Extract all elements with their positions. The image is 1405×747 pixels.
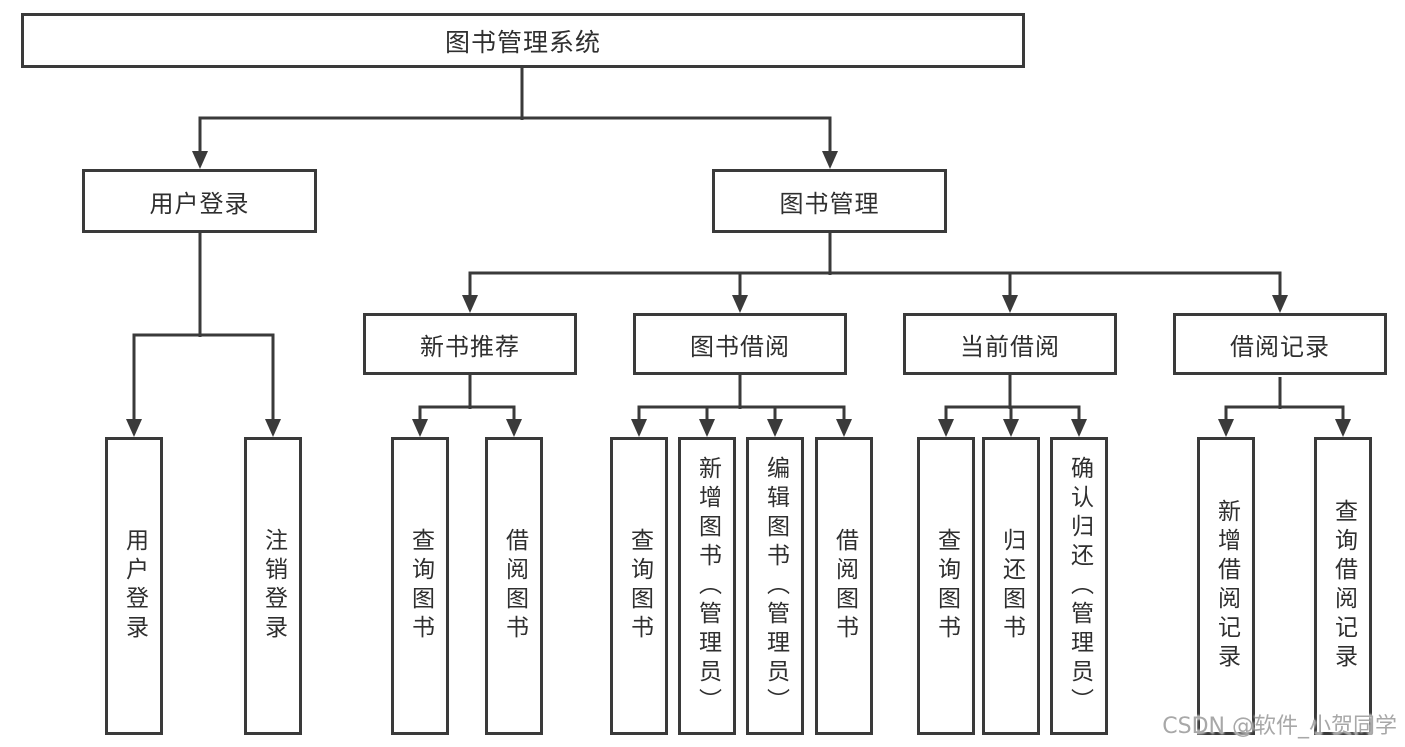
leaf-user-login: 用户登录 — [105, 437, 163, 735]
leaf-label: 新增借阅记录 — [1213, 499, 1240, 673]
leaf-label: 查询图书 — [933, 528, 960, 644]
connector-level1-split — [198, 116, 832, 152]
node-label: 用户登录 — [149, 189, 250, 218]
leaf-confirm-return-admin: 确认归还（管理员） — [1050, 437, 1108, 735]
node-label: 图书管理系统 — [444, 27, 601, 57]
node-label: 借阅记录 — [1230, 332, 1330, 361]
node-label: 图书借阅 — [690, 332, 790, 361]
arrowhead — [938, 419, 954, 437]
leaf-label: 编辑图书（管理员） — [762, 455, 789, 717]
leaf-borrow-books-recommend: 借阅图书 — [485, 437, 543, 735]
node-label: 当前借阅 — [960, 332, 1060, 361]
connector-user-login-split — [132, 333, 275, 420]
arrowhead — [822, 151, 838, 169]
leaf-label: 借阅图书 — [501, 528, 528, 644]
node-current-borrowing: 当前借阅 — [903, 313, 1117, 375]
node-label: 图书管理 — [779, 189, 880, 218]
arrowhead — [1335, 419, 1351, 437]
arrowhead — [1272, 295, 1288, 313]
arrowhead — [192, 151, 208, 169]
arrowhead — [732, 295, 748, 313]
connector-group-split — [1224, 405, 1345, 420]
leaf-edit-books-admin: 编辑图书（管理员） — [746, 437, 804, 735]
arrowhead — [1071, 419, 1087, 437]
arrowhead — [631, 419, 647, 437]
leaf-label: 注销登录 — [260, 528, 287, 644]
leaf-add-borrow-record: 新增借阅记录 — [1197, 437, 1255, 735]
leaf-label: 确认归还（管理员） — [1066, 455, 1093, 717]
connector-group-split — [418, 405, 516, 420]
leaf-return-books: 归还图书 — [982, 437, 1040, 735]
arrowhead — [836, 419, 852, 437]
connector-group-split — [637, 405, 846, 420]
leaf-label: 查询借阅记录 — [1330, 499, 1357, 673]
arrowhead — [412, 419, 428, 437]
leaf-logout: 注销登录 — [244, 437, 302, 735]
node-book-borrowing: 图书借阅 — [633, 313, 847, 375]
node-user-login: 用户登录 — [82, 169, 317, 233]
node-borrowing-records: 借阅记录 — [1173, 313, 1387, 375]
leaf-label: 查询图书 — [407, 528, 434, 644]
arrowhead — [506, 419, 522, 437]
node-new-book-recommendation: 新书推荐 — [363, 313, 577, 375]
node-book-management: 图书管理 — [712, 169, 947, 233]
leaf-label: 归还图书 — [998, 528, 1025, 644]
leaf-query-books-borrowing: 查询图书 — [610, 437, 668, 735]
leaf-add-books-admin: 新增图书（管理员） — [678, 437, 736, 735]
watermark: CSDN @软件_小贺同学 — [1162, 714, 1397, 739]
arrowhead — [1002, 295, 1018, 313]
leaf-label: 新增图书（管理员） — [694, 455, 721, 717]
leaf-query-books-current: 查询图书 — [917, 437, 975, 735]
arrowhead — [699, 419, 715, 437]
leaf-borrow-books: 借阅图书 — [815, 437, 873, 735]
arrowhead — [462, 295, 478, 313]
node-library-management-system: 图书管理系统 — [21, 13, 1025, 68]
arrowhead — [265, 419, 281, 437]
leaf-label: 用户登录 — [121, 528, 148, 644]
arrowhead — [767, 419, 783, 437]
node-label: 新书推荐 — [420, 332, 520, 361]
leaf-label: 查询图书 — [626, 528, 653, 644]
leaf-query-books-recommend: 查询图书 — [391, 437, 449, 735]
arrowhead — [1003, 419, 1019, 437]
leaf-label: 借阅图书 — [831, 528, 858, 644]
arrowhead — [126, 419, 142, 437]
connector-book-mgmt-split — [468, 271, 1282, 296]
leaf-query-borrow-record: 查询借阅记录 — [1314, 437, 1372, 735]
arrowhead — [1218, 419, 1234, 437]
